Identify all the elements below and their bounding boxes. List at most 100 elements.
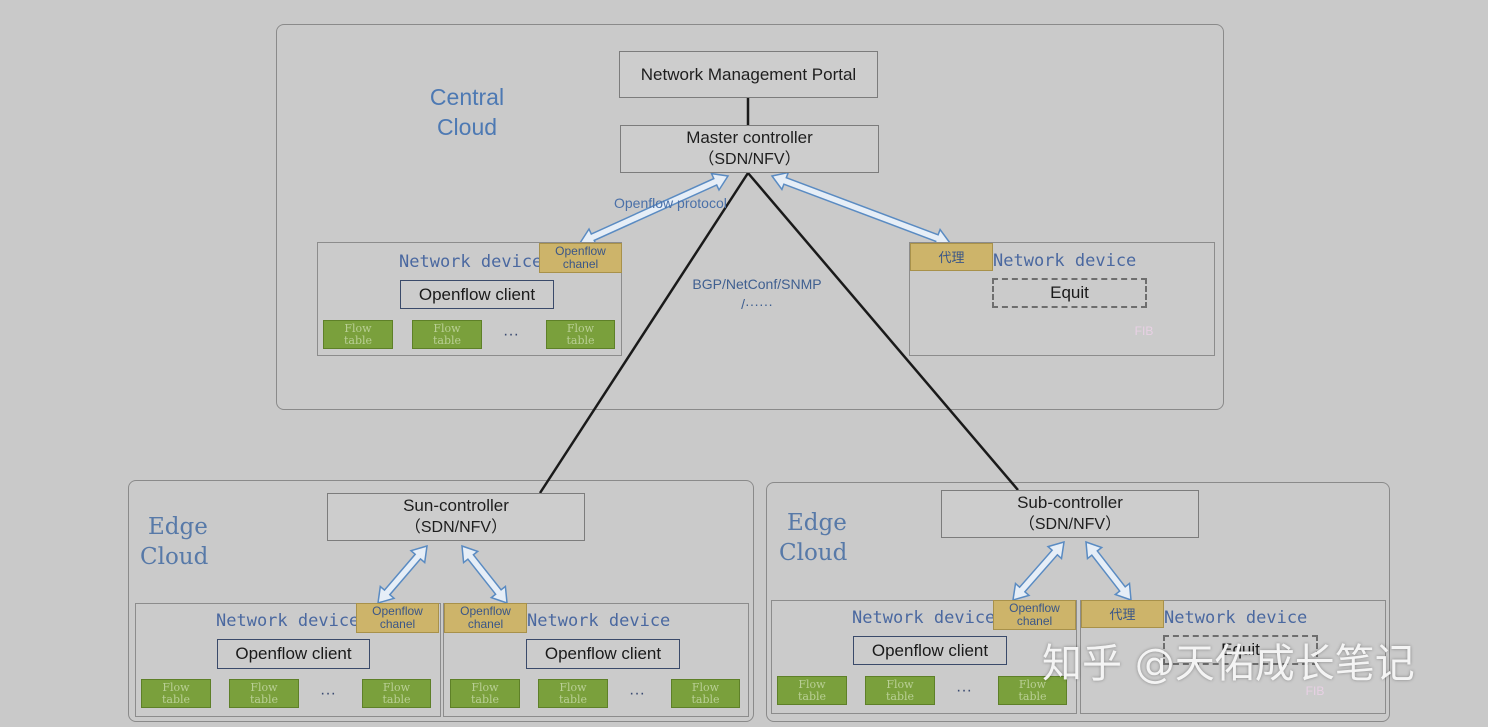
openflow-client[interactable]: Openflow client bbox=[217, 639, 370, 669]
flow-line1: Flow bbox=[250, 680, 278, 694]
flow-line2: table bbox=[343, 333, 373, 347]
double-arrow-shape bbox=[377, 544, 428, 605]
openflow-channel-tag: Openflow chanel bbox=[539, 243, 622, 273]
flow-line2: table bbox=[885, 689, 915, 703]
double-arrow-shape bbox=[1085, 540, 1132, 602]
flow-line1: Flow bbox=[344, 321, 372, 335]
fib-label: FIB bbox=[1305, 684, 1325, 698]
tag-line2: chanel bbox=[1016, 614, 1053, 628]
fib-label: FIB bbox=[1134, 324, 1154, 338]
bgp-line1: BGP/NetConf/SNMP bbox=[692, 276, 822, 292]
master-right-device-double-arrow bbox=[770, 171, 952, 248]
edge-cloud-right-label: Edge Cloud bbox=[779, 508, 869, 568]
ellipsis: ··· bbox=[503, 326, 519, 343]
flow-line2: table bbox=[1018, 689, 1047, 703]
network-management-portal[interactable]: Network Management Portal bbox=[619, 51, 878, 98]
flow-line1: Flow bbox=[886, 677, 914, 691]
central-cloud-label-line1: Central bbox=[429, 84, 505, 110]
sun-controller-device-a-double-arrow bbox=[377, 544, 428, 605]
flow-line1: Flow bbox=[162, 680, 190, 694]
central-cloud-label-line2: Cloud bbox=[436, 114, 498, 140]
tag-line1: Openflow bbox=[555, 244, 606, 258]
device-title: Network device bbox=[852, 608, 996, 628]
sun-controller[interactable]: Sun-controller （SDN/NFV） bbox=[327, 493, 585, 541]
flow-line1: Flow bbox=[1018, 677, 1047, 691]
edge-cloud-left-label: Edge Cloud bbox=[140, 512, 230, 572]
tag-line2: chanel bbox=[467, 617, 504, 631]
master-sun-controller-link bbox=[538, 172, 750, 494]
openflow-channel-tag: Openflow chanel bbox=[993, 600, 1076, 630]
ellipsis: ··· bbox=[629, 685, 645, 702]
flow-line1: Flow bbox=[798, 677, 826, 691]
tag-line1: Openflow bbox=[460, 604, 511, 618]
double-arrow-shape bbox=[461, 544, 508, 605]
master-controller[interactable]: Master controller （SDN/NFV） bbox=[620, 125, 879, 173]
openflow-channel-tag: Openflow chanel bbox=[444, 603, 527, 633]
flow-line1: Flow bbox=[559, 680, 587, 694]
bgp-netconf-snmp-label: BGP/NetConf/SNMP /······ bbox=[684, 274, 830, 314]
edge-right-label-line1: Edge bbox=[787, 510, 847, 536]
watermark-text: 知乎 @天佑成长笔记 bbox=[1042, 641, 1415, 687]
sun-controller-line1: Sun-controller bbox=[403, 496, 509, 515]
sub-controller[interactable]: Sub-controller （SDN/NFV） bbox=[941, 490, 1199, 538]
flow-line2: table bbox=[797, 689, 827, 703]
equit-box[interactable]: Equit bbox=[1163, 635, 1318, 665]
sun-controller-line2: （SDN/NFV） bbox=[404, 519, 508, 536]
master-controller-line2: （SDN/NFV） bbox=[698, 151, 801, 168]
openflow-channel-tag: Openflow chanel bbox=[356, 603, 439, 633]
flow-line2: table bbox=[558, 692, 588, 706]
device-title: Network device bbox=[993, 251, 1137, 271]
flow-line2: table bbox=[382, 692, 411, 706]
edge-left-label-line1: Edge bbox=[148, 514, 208, 540]
flow-line2: table bbox=[566, 333, 595, 347]
flow-line1: Flow bbox=[691, 680, 720, 694]
flow-line1: Flow bbox=[433, 321, 461, 335]
sub-controller-line2: （SDN/NFV） bbox=[1018, 516, 1122, 533]
tag-line1: Openflow bbox=[372, 604, 423, 618]
portal-label: Network Management Portal bbox=[640, 64, 857, 84]
flow-line2: table bbox=[470, 692, 500, 706]
edge-right-label-line2: Cloud bbox=[779, 540, 848, 566]
tag-line1: Openflow bbox=[1009, 601, 1060, 615]
sub-controller-line1: Sub-controller bbox=[1017, 493, 1123, 512]
double-arrow-shape bbox=[1012, 540, 1065, 602]
master-controller-line1: Master controller bbox=[686, 128, 813, 147]
flow-line1: Flow bbox=[382, 680, 411, 694]
openflow-protocol-label: Openflow protocol bbox=[614, 195, 727, 211]
central-cloud-label: Central Cloud bbox=[412, 82, 522, 142]
flow-line2: table bbox=[432, 333, 462, 347]
flow-line1: Flow bbox=[471, 680, 499, 694]
sun-controller-device-b-double-arrow bbox=[461, 544, 508, 605]
openflow-client[interactable]: Openflow client bbox=[526, 639, 680, 669]
tag-line2: chanel bbox=[379, 617, 416, 631]
equit-box[interactable]: Equit bbox=[992, 278, 1147, 308]
flow-line2: table bbox=[161, 692, 191, 706]
device-title: Network device bbox=[1164, 608, 1308, 628]
tag-line2: chanel bbox=[562, 257, 599, 271]
proxy-tag: 代理 bbox=[910, 243, 993, 271]
openflow-client[interactable]: Openflow client bbox=[853, 636, 1007, 665]
ellipsis: ··· bbox=[320, 685, 336, 702]
proxy-tag: 代理 bbox=[1081, 600, 1164, 628]
master-sub-controller-link bbox=[747, 172, 1019, 491]
flow-line1: Flow bbox=[566, 321, 595, 335]
flow-line2: table bbox=[691, 692, 720, 706]
edge-left-label-line2: Cloud bbox=[140, 544, 209, 570]
device-title: Network device bbox=[216, 611, 360, 631]
openflow-client[interactable]: Openflow client bbox=[400, 280, 554, 309]
sub-controller-device-a-double-arrow bbox=[1012, 540, 1065, 602]
sub-controller-device-b-double-arrow bbox=[1085, 540, 1132, 602]
